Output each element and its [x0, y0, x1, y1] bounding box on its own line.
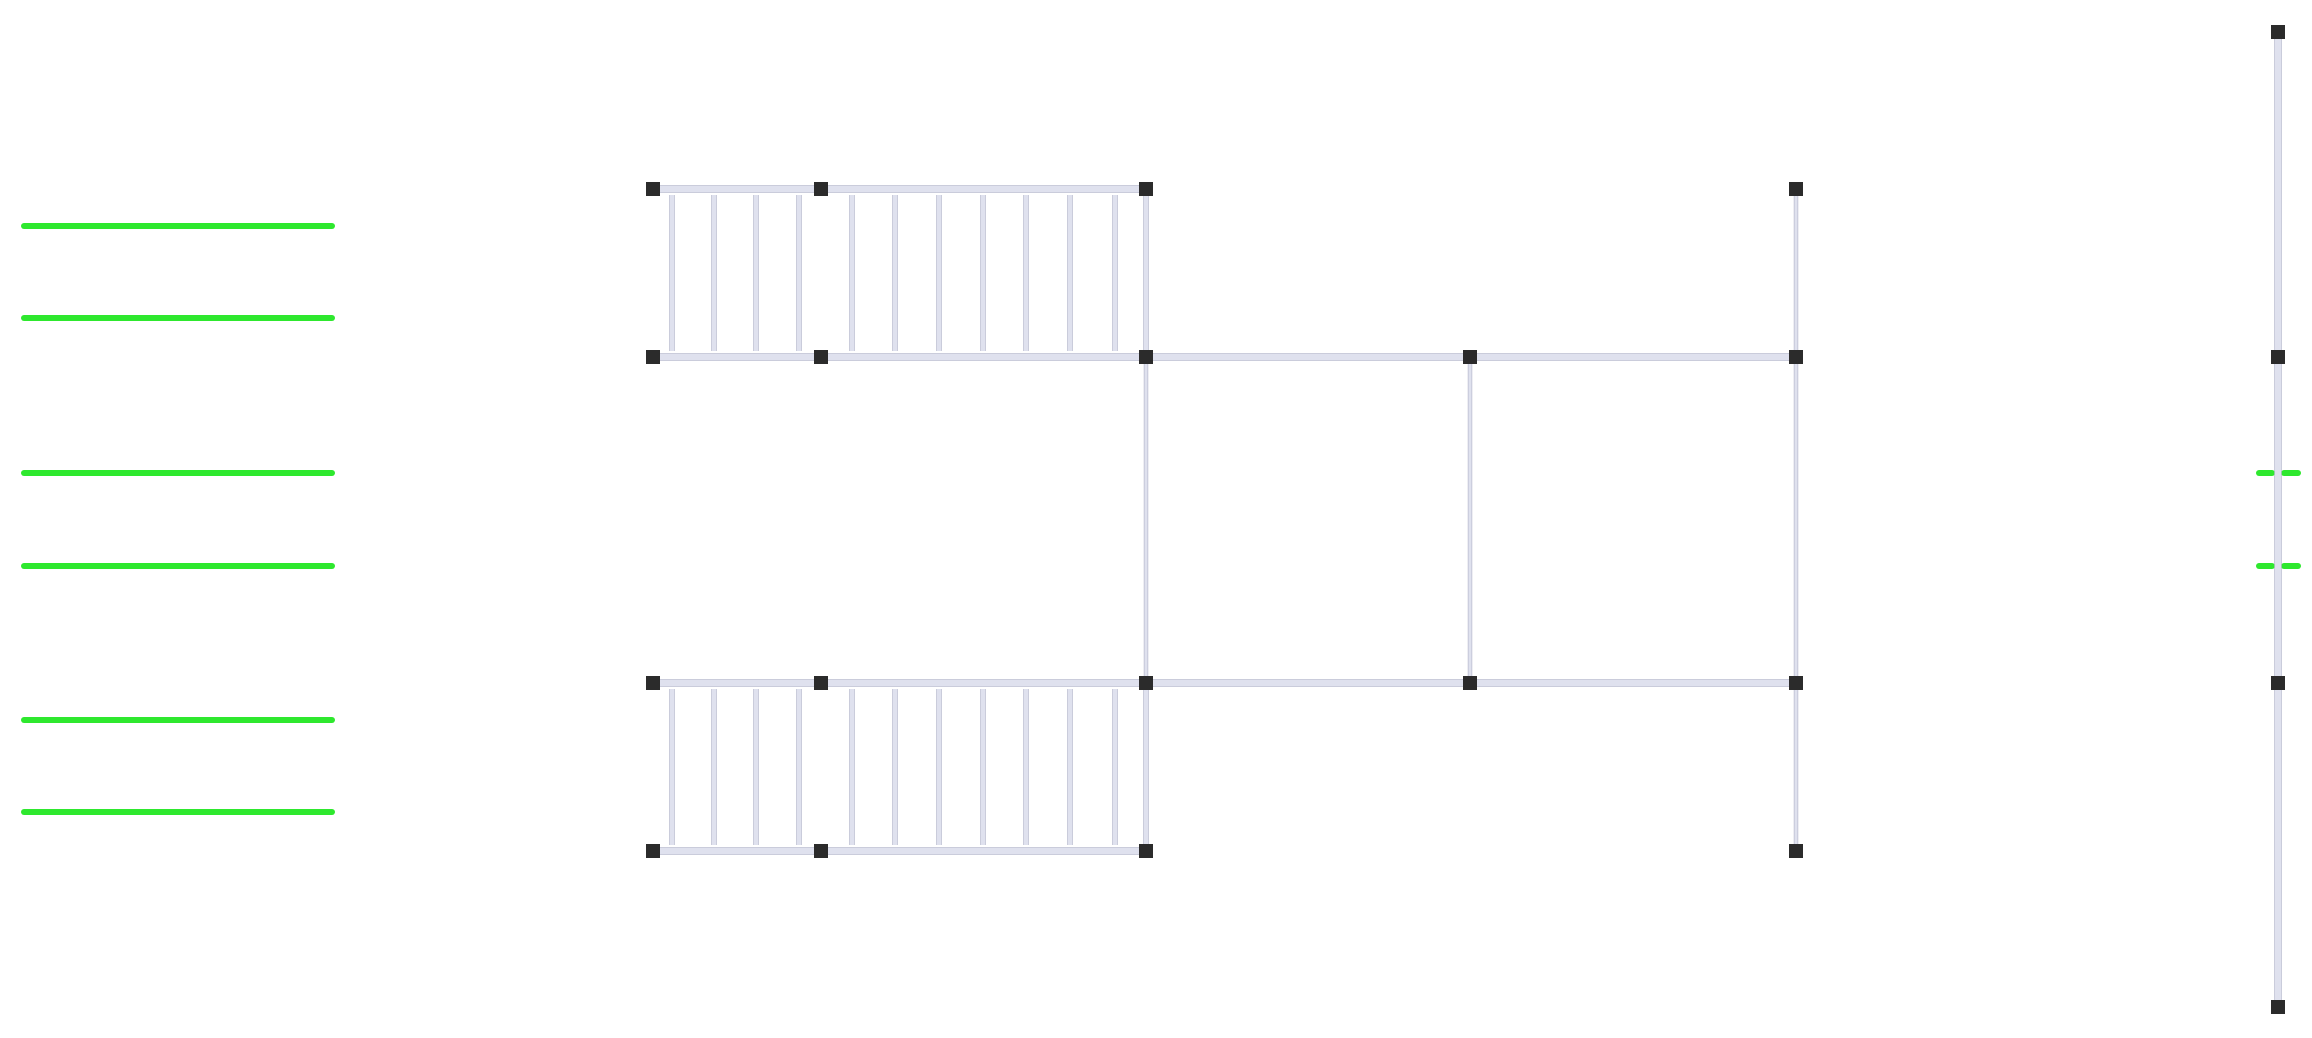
square-node-icon — [1463, 350, 1477, 364]
square-node-icon — [2271, 676, 2285, 690]
square-node-icon — [1789, 350, 1803, 364]
square-node-icon — [646, 350, 660, 364]
square-node-icon — [1139, 676, 1153, 690]
square-node-icon — [1139, 844, 1153, 858]
square-node-icon — [814, 676, 828, 690]
square-node-icon — [814, 182, 828, 196]
square-node-icon — [2271, 350, 2285, 364]
square-node-icon — [2271, 25, 2285, 39]
square-node-icon — [646, 676, 660, 690]
square-node-icon — [2271, 1000, 2285, 1014]
square-node-icon — [814, 350, 828, 364]
square-node-icon — [1139, 350, 1153, 364]
square-node-icon — [1139, 182, 1153, 196]
marker-layer — [21, 223, 2301, 815]
square-node-icon — [646, 182, 660, 196]
square-node-icon — [1789, 182, 1803, 196]
square-node-icon — [1463, 676, 1477, 690]
square-node-icon — [1789, 676, 1803, 690]
member-layer — [653, 32, 2282, 1007]
square-node-icon — [1789, 844, 1803, 858]
node-layer — [646, 25, 2285, 1014]
square-node-icon — [814, 844, 828, 858]
square-node-icon — [646, 844, 660, 858]
